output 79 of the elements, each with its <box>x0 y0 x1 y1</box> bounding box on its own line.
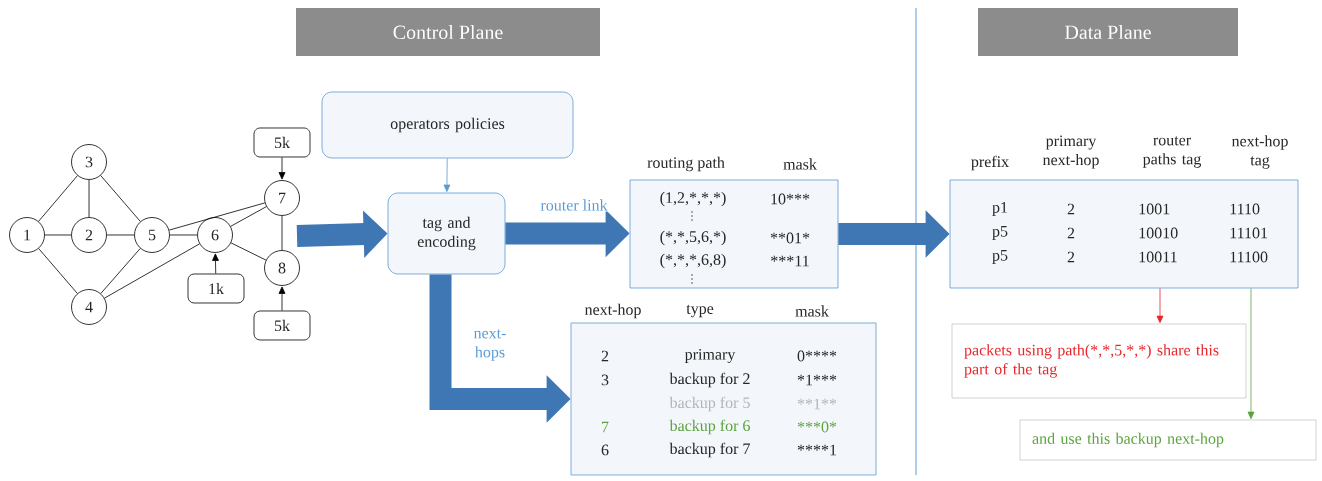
table-cell: 1001 <box>1139 203 1170 215</box>
link-line <box>38 175 78 222</box>
table-cell: backup for 5 <box>669 396 750 412</box>
column-header: mask <box>795 305 829 317</box>
network-node: 5 <box>134 217 170 253</box>
table-cell: ***11 <box>771 255 809 267</box>
table-cell: 10*** <box>771 193 810 205</box>
column-header: next-hop <box>584 303 641 319</box>
section-band: Control Plane <box>296 8 600 56</box>
arrow <box>1247 288 1255 420</box>
column-header: prefix <box>971 155 1009 171</box>
table-cell: 11101 <box>1230 227 1268 239</box>
traffic-box: 5k <box>253 127 311 158</box>
network-node: 1 <box>9 217 45 253</box>
link-line <box>88 179 90 218</box>
edge-label: router link <box>539 198 609 212</box>
traffic-box: 5k <box>253 310 311 341</box>
note-box: and use this backup next-hop <box>1019 419 1317 461</box>
link-line <box>169 234 198 236</box>
link-line <box>168 202 266 231</box>
column-header: mask <box>783 158 817 170</box>
table-cell: **1** <box>797 398 837 410</box>
column-header: router paths tag <box>1142 136 1202 168</box>
table-cell: 0**** <box>797 350 837 362</box>
table-cell: (*,*,5,6,*) <box>660 230 726 246</box>
link-line <box>106 234 135 236</box>
link-line <box>38 248 78 294</box>
link-line <box>44 234 72 236</box>
table-cell: 2 <box>1067 251 1075 263</box>
table-cell: primary <box>684 349 736 363</box>
table-cell: 2 <box>601 350 609 362</box>
table-cell: backup for 6 <box>669 419 750 435</box>
table-cell: (1,2,*,*,*) <box>660 191 726 207</box>
section-band: Data Plane <box>978 8 1238 56</box>
table-cell: 2 <box>1067 227 1075 239</box>
network-node: 8 <box>264 250 300 286</box>
table-cell: backup for 7 <box>669 442 750 458</box>
table-cell: ****1 <box>797 444 837 456</box>
table-cell: backup for 2 <box>669 372 750 388</box>
process-box: tag and encoding <box>387 192 506 275</box>
arrow <box>443 158 451 192</box>
table-cell: 10010 <box>1139 227 1178 239</box>
link-line <box>230 206 267 227</box>
column-header: type <box>686 304 714 318</box>
table-cell: (*,*,*,6,8) <box>660 253 726 269</box>
table-cell: 10011 <box>1139 251 1177 263</box>
arrow <box>212 253 219 274</box>
column-header: routing path <box>647 156 725 172</box>
arrow <box>278 157 286 180</box>
link-line <box>104 243 200 299</box>
arrow <box>278 286 286 311</box>
network-node: 2 <box>71 217 107 253</box>
note-box: packets using path(*,*,5,*,*) share this part of the tag <box>951 323 1247 399</box>
link-line <box>100 248 141 294</box>
table-cell: 11100 <box>1230 251 1268 263</box>
network-node: 6 <box>197 217 233 253</box>
table-cell: ***0* <box>797 421 837 433</box>
column-header: next-hop tag <box>1231 135 1288 169</box>
network-node: 7 <box>264 180 300 216</box>
table-cell: 3 <box>601 374 609 386</box>
table-cell: p5 <box>992 226 1008 240</box>
network-node: 3 <box>71 144 107 180</box>
traffic-box: 1k <box>187 273 245 304</box>
process-box: operators policies <box>321 91 574 159</box>
table-cell: 6 <box>601 444 609 456</box>
table-cell: p1 <box>992 202 1008 216</box>
table-cell: 2 <box>1067 203 1075 215</box>
link-line <box>281 215 283 251</box>
column-header: primary next-hop <box>1042 135 1099 169</box>
link-line <box>100 175 141 222</box>
arrow <box>1156 288 1164 324</box>
table-cell: **01* <box>770 232 810 244</box>
edge-label: next-hops <box>469 328 511 362</box>
table-cell: 1110 <box>1230 203 1260 215</box>
link-line <box>230 242 267 261</box>
network-node: 4 <box>71 289 107 325</box>
table-cell: *1*** <box>797 374 837 386</box>
table-cell: p5 <box>992 250 1008 264</box>
table-cell: 7 <box>602 421 609 433</box>
